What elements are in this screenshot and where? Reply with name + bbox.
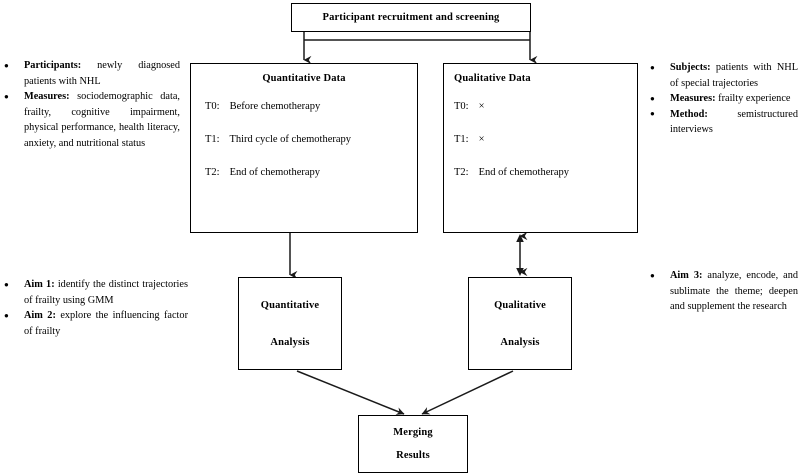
arrow-quant-analysis-to-merging <box>296 370 405 415</box>
right-bottom-body-0: analyze, encode, and sublimate the theme… <box>670 270 798 313</box>
quant-t0-value: Before chemotherapy <box>229 101 321 112</box>
list-item: Subjects: patients with NHL of special t… <box>648 59 798 91</box>
left-bottom-body-1: explore the influencing factor of frailt… <box>24 310 188 337</box>
arrow-qual-analysis-to-merging <box>421 370 514 415</box>
right-annotations-top: Subjects: patients with NHL of special t… <box>648 59 798 138</box>
quant-t2-value: End of chemotherapy <box>229 167 321 178</box>
arrow-recruitment-split <box>303 32 531 41</box>
box-qualitative-data[interactable]: Qualitative Data T0: × T1: × T2: End of … <box>443 63 638 233</box>
box-quantitative-data[interactable]: Quantitative Data T0: Before chemotherap… <box>190 63 418 233</box>
qual-t2-value: End of chemotherapy <box>478 167 570 178</box>
left-bottom-lead-0: Aim 1: <box>24 279 55 290</box>
left-bottom-bullet-list: Aim 1: identify the distinct trajectorie… <box>2 276 188 339</box>
list-item: Method: semistructured interviews <box>648 106 798 138</box>
merging-results-line1: Merging <box>393 427 433 438</box>
right-top-body-0: patients with NHL of special trajectorie… <box>670 62 798 89</box>
list-item: Participants: newly diagnosed patients w… <box>2 57 180 89</box>
quantitative-data-title: Quantitative Data <box>262 73 346 84</box>
right-bottom-lead-0: Aim 3: <box>670 270 703 281</box>
quantitative-data-row: T0: Before chemotherapy <box>205 101 417 112</box>
qualitative-analysis-line2: Analysis <box>500 336 540 348</box>
left-bottom-body-0: identify the distinct trajectories of fr… <box>24 279 188 306</box>
qual-t1-label: T1: <box>454 134 469 145</box>
right-top-bullet-list: Subjects: patients with NHL of special t… <box>648 59 798 138</box>
qual-t2-label: T2: <box>454 167 469 178</box>
box-participant-recruitment[interactable]: Participant recruitment and screening <box>291 3 531 32</box>
left-top-lead-0: Participants: <box>24 60 82 71</box>
right-annotations-bottom: Aim 3: analyze, encode, and sublimate th… <box>648 268 798 315</box>
quantitative-data-row: T1: Third cycle of chemotherapy <box>205 134 417 145</box>
quantitative-analysis-line1: Quantitative <box>260 299 320 311</box>
box-participant-recruitment-label: Participant recruitment and screening <box>322 12 500 23</box>
left-top-lead-1: Measures: <box>24 91 70 103</box>
qualitative-data-row: T1: × <box>454 134 637 145</box>
qual-t0-value: × <box>478 101 485 112</box>
qualitative-data-title: Qualitative Data <box>454 73 531 84</box>
left-annotations-bottom: Aim 1: identify the distinct trajectorie… <box>2 276 188 339</box>
list-item: Measures: sociodemographic data, frailty… <box>2 89 180 151</box>
left-top-bullet-list: Participants: newly diagnosed patients w… <box>2 57 180 152</box>
right-top-lead-1: Measures: <box>670 93 716 105</box>
box-qualitative-analysis[interactable]: Qualitative Analysis <box>468 277 572 370</box>
quant-t1-label: T1: <box>205 134 220 145</box>
box-quantitative-analysis[interactable]: Quantitative Analysis <box>238 277 342 370</box>
right-top-body-1: frailty experience <box>715 93 791 105</box>
right-top-lead-2: Method: <box>670 108 708 120</box>
qualitative-data-row: T2: End of chemotherapy <box>454 167 637 178</box>
left-annotations-top: Participants: newly diagnosed patients w… <box>2 57 180 152</box>
qualitative-data-row: T0: × <box>454 101 637 112</box>
arrow-qual-bidirectional-heads <box>516 234 524 276</box>
right-top-lead-0: Subjects: <box>670 62 711 73</box>
quantitative-analysis-line2: Analysis <box>270 336 310 348</box>
merging-results-line2: Results <box>396 450 430 461</box>
quant-t1-value: Third cycle of chemotherapy <box>229 134 352 145</box>
left-top-body-1: sociodemographic data, frailty, cognitiv… <box>24 91 180 149</box>
qual-t1-value: × <box>478 134 485 145</box>
qual-t0-label: T0: <box>454 101 469 112</box>
right-bottom-bullet-list: Aim 3: analyze, encode, and sublimate th… <box>648 268 798 315</box>
list-item: Aim 3: analyze, encode, and sublimate th… <box>648 268 798 315</box>
quant-t0-label: T0: <box>205 101 220 112</box>
qualitative-analysis-line1: Qualitative <box>494 299 546 311</box>
left-top-body-0: newly diagnosed patients with NHL <box>24 60 180 87</box>
list-item: Measures: frailty experience <box>648 91 798 107</box>
list-item: Aim 2: explore the influencing factor of… <box>2 308 188 339</box>
left-bottom-lead-1: Aim 2: <box>24 310 56 322</box>
list-item: Aim 1: identify the distinct trajectorie… <box>2 276 188 308</box>
quant-t2-label: T2: <box>205 167 220 178</box>
right-top-body-2: semistructured interviews <box>670 108 798 136</box>
box-merging-results[interactable]: Merging Results <box>358 415 468 473</box>
quantitative-data-row: T2: End of chemotherapy <box>205 167 417 178</box>
